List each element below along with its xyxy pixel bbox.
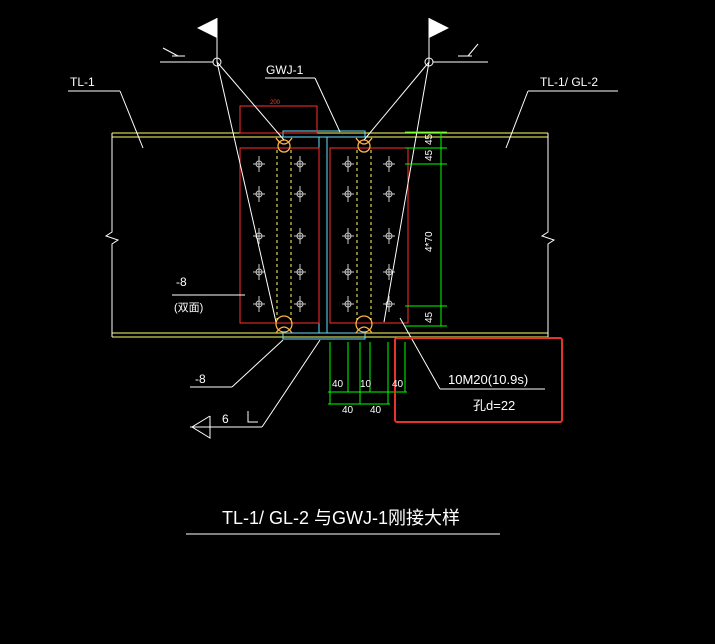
vdim-4: 45 (424, 311, 435, 323)
label-plate-dim: 200 (270, 100, 281, 106)
bolt-note-highlight-box (394, 337, 563, 423)
break-line-right (540, 133, 556, 337)
bolt-note-line1: 10M20(10.9s) (448, 372, 528, 387)
vertical-dimension-line (405, 131, 447, 327)
bolt-group (253, 156, 395, 312)
bolt-symbol (253, 156, 265, 172)
bolt-symbol (383, 296, 395, 312)
hdim-top-1: 40 (332, 379, 344, 390)
hdim-top-2: 10 (360, 379, 372, 390)
label-beam-right: TL-1/ GL-2 (540, 75, 598, 89)
flag-markers (197, 18, 449, 38)
bolt-symbol (342, 264, 354, 280)
bolt-symbol (294, 156, 306, 172)
bolt-symbol (253, 186, 265, 202)
label-plate-note-left: (双面) (174, 301, 203, 314)
break-line-left (104, 133, 120, 337)
vdim-3: 4*70 (424, 231, 435, 252)
hdim-bottom-2: 40 (370, 405, 382, 416)
stiffener-dashed-lines (276, 150, 372, 320)
bolt-note-line2: 孔d=22 (473, 398, 515, 413)
bolt-symbol (253, 264, 265, 280)
bolt-symbol (294, 264, 306, 280)
column-section (282, 130, 366, 340)
bolt-symbol (383, 186, 395, 202)
bolt-symbol (342, 156, 354, 172)
bolt-symbol (294, 296, 306, 312)
leader-lines (68, 18, 618, 439)
label-weld-size: 6 (222, 412, 229, 426)
bolt-symbol (342, 228, 354, 244)
hdim-bottom-1: 40 (342, 405, 354, 416)
bolt-symbol (383, 228, 395, 244)
bolt-symbol (253, 296, 265, 312)
beam-top-flange (112, 132, 548, 138)
bolt-symbol (342, 296, 354, 312)
label-plate-thickness-left: -8 (176, 275, 187, 289)
plate-right (329, 147, 409, 324)
bolt-symbol (294, 228, 306, 244)
horizontal-dimension-lines (328, 342, 407, 405)
drawing-title: TL-1/ GL-2 与GWJ-1刚接大样 (222, 508, 460, 528)
weld-scallops (275, 137, 373, 334)
hdim-top-3: 40 (392, 379, 404, 390)
bolt-symbol (383, 156, 395, 172)
vdim-1: 45 (424, 133, 435, 145)
label-column: GWJ-1 (266, 63, 304, 77)
beam-bottom-flange (112, 332, 548, 338)
label-beam-left: TL-1 (70, 75, 95, 89)
bolt-symbol (294, 186, 306, 202)
label-plate-thickness-bottom: -8 (195, 372, 206, 386)
bolt-symbol (342, 186, 354, 202)
vdim-2: 45 (424, 149, 435, 161)
